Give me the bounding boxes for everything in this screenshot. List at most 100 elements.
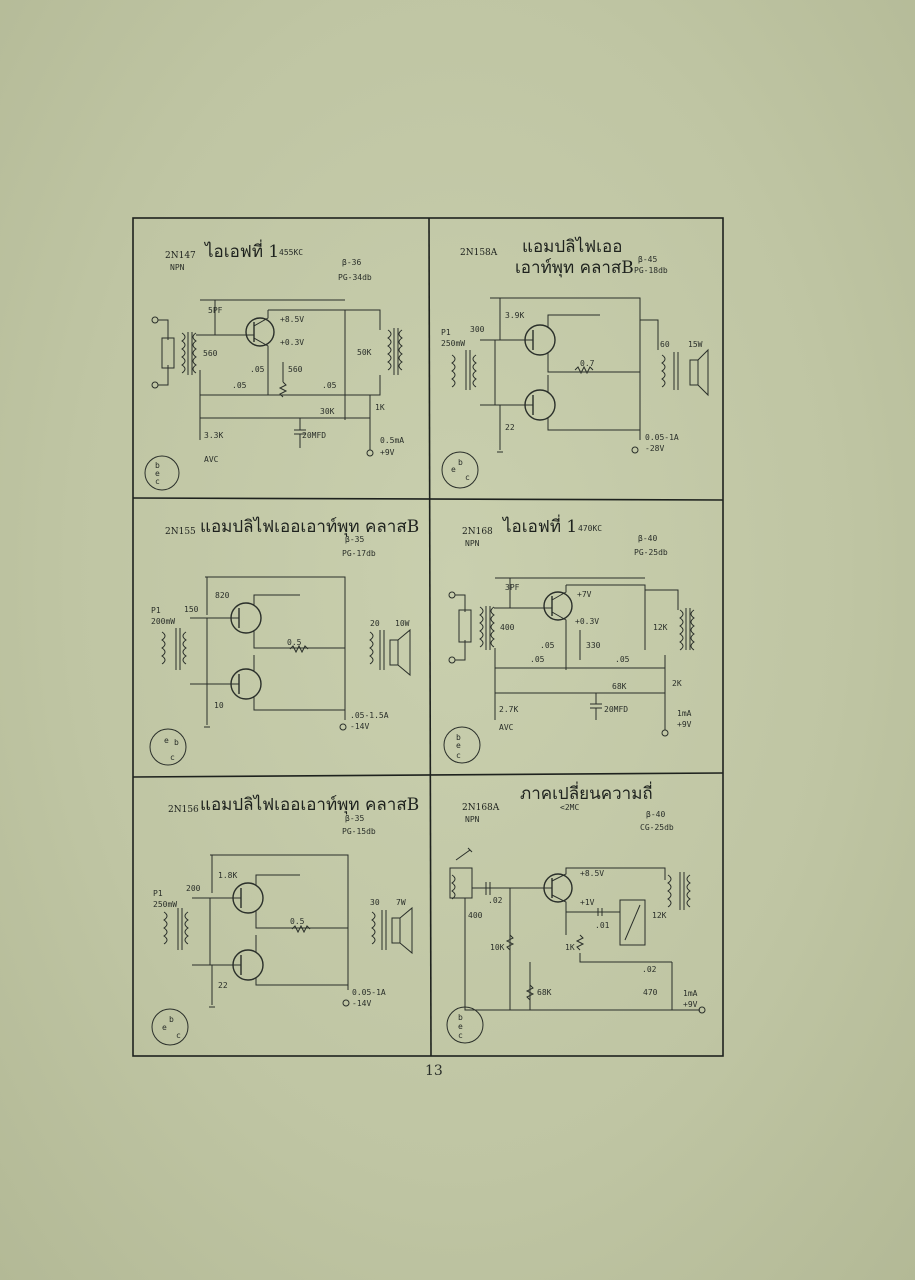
p6-l9: 68K — [537, 988, 552, 997]
p3-l1: 150 — [184, 605, 199, 614]
p2-l0: 3.9K — [505, 311, 524, 320]
p3-pin-c: c — [170, 753, 175, 762]
p1-pin-c: c — [155, 477, 160, 486]
p4-l7: .05 — [530, 655, 545, 664]
p2-l8: 0.05-1A — [645, 433, 679, 442]
panel6-freq: <2MC — [560, 803, 579, 812]
p4-pin-c: c — [456, 751, 461, 760]
p6-l4: 12K — [652, 911, 667, 920]
p5-l2: P1 — [153, 889, 163, 898]
p2-l7: 22 — [505, 423, 515, 432]
p4-l0: 3PF — [505, 583, 520, 592]
p1-l14: 0.5mA — [380, 436, 404, 445]
p1-l13: 20MFD — [302, 431, 326, 440]
p5-l7: 22 — [218, 981, 228, 990]
p2-l5: 60 — [660, 340, 670, 349]
p5-pin-e: e — [162, 1023, 167, 1032]
p1-l3: 560 — [203, 349, 218, 358]
p4-l9: 68K — [612, 682, 627, 691]
panel1-title: ไอเอฟที่ 1 — [203, 239, 279, 262]
p4-l11: 2.7K — [499, 705, 518, 714]
panel6-beta: β-40 — [646, 810, 665, 819]
p6-l5: 400 — [468, 911, 483, 920]
page-number: 13 — [425, 1063, 443, 1079]
p3-l5: 20 — [370, 619, 380, 628]
p1-l9: 30K — [320, 407, 335, 416]
panel-grid — [132, 217, 724, 1057]
panel2-title: แอมปลิไฟเออ — [522, 236, 622, 257]
p4-l6: 12K — [653, 623, 668, 632]
p2-l1: 300 — [470, 325, 485, 334]
p4-l10: 2K — [672, 679, 682, 688]
p2-l4: 0.7 — [580, 359, 595, 368]
p5-l1: 200 — [186, 884, 201, 893]
panel4-model: 2N168 — [462, 527, 493, 537]
panel2-beta: β-45 — [638, 255, 657, 264]
p3-l8: .05-1.5A — [350, 711, 389, 720]
p2-l9: -28V — [645, 444, 664, 453]
p1-l15: +9V — [380, 448, 395, 457]
p5-l3: 250mW — [153, 900, 177, 909]
p4-pin-b: b — [456, 733, 461, 742]
p3-pin-b: b — [174, 738, 179, 747]
panel5-model: 2N156 — [168, 805, 199, 815]
panel4-freq: 470KC — [578, 524, 602, 533]
panel3-title: แอมปลิไฟเออเอาท์พุท คลาสB — [200, 516, 419, 537]
p3-l6: 10W — [395, 619, 410, 628]
p4-l4: .05 — [540, 641, 555, 650]
p3-l7: 10 — [214, 701, 224, 710]
p6-pin-e: e — [458, 1022, 463, 1031]
panel2-title2: เอาท์พุท คลาสB — [515, 258, 634, 278]
p3-pin-e: e — [164, 736, 169, 745]
p6-l1: .02 — [488, 896, 503, 905]
p4-l2: +0.3V — [575, 617, 599, 626]
panel5-gain: PG-15db — [342, 827, 376, 836]
panel1-beta: β-36 — [342, 258, 361, 267]
p3-l4: 0.5 — [287, 638, 302, 647]
p5-l9: -14V — [352, 999, 371, 1008]
p2-pin-c: c — [465, 473, 470, 482]
p6-l6: 10K — [490, 943, 505, 952]
p1-l8: .05 — [322, 381, 337, 390]
p1-l2: +0.3V — [280, 338, 304, 347]
p4-l12: AVC — [499, 723, 514, 732]
panel3-beta: β-35 — [345, 535, 364, 544]
p3-l0: 820 — [215, 591, 230, 600]
p3-l9: -14V — [350, 722, 369, 731]
p5-l4: 0.5 — [290, 917, 305, 926]
p1-l4: .05 — [250, 365, 265, 374]
p6-l11: 1mA — [683, 989, 698, 998]
panel-2n168: 2N168 NPN ไอเอฟที่ 1 470KC β-40 PG-25db … — [443, 514, 695, 764]
panel-2n155: 2N155 แอมปลิไฟเออเอาท์พุท คลาสB β-35 PG-… — [149, 516, 419, 766]
panel-2n168a: 2N168A NPN ภาคเปลี่ยนความถี่ <2MC β-40 C… — [446, 781, 706, 1044]
p4-l13: 20MFD — [604, 705, 628, 714]
panel4-type: NPN — [465, 539, 480, 548]
panel3-model: 2N155 — [165, 527, 196, 537]
p1-l12: AVC — [204, 455, 219, 464]
panel5-beta: β-35 — [345, 814, 364, 823]
p2-l2: P1 — [441, 328, 451, 337]
p1-l5: 560 — [288, 365, 303, 374]
p1-l6: 50K — [357, 348, 372, 357]
p1-l11: 3.3K — [204, 431, 223, 440]
p5-l6: 7W — [396, 898, 406, 907]
p5-l8: 0.05-1A — [352, 988, 386, 997]
p1-l10: 1K — [375, 403, 385, 412]
panel6-gain: CG-25db — [640, 823, 674, 832]
p6-l2: +1V — [580, 898, 595, 907]
p6-l10: 470 — [643, 988, 658, 997]
p5-pin-b: b — [169, 1015, 174, 1024]
panel5-title: แอมปลิไฟเออเอาท์พุท คลาสB — [200, 794, 419, 815]
p6-l8: .02 — [642, 965, 657, 974]
p3-l2: P1 — [151, 606, 161, 615]
p3-l3: 200mW — [151, 617, 175, 626]
panel3-gain: PG-17db — [342, 549, 376, 558]
p4-l1: +7V — [577, 590, 592, 599]
panel1-model: 2N147 — [165, 251, 196, 261]
p4-l14: 1mA — [677, 709, 692, 718]
p6-pin-b: b — [458, 1013, 463, 1022]
p6-l0: +8.5V — [580, 869, 604, 878]
p6-pin-c: c — [458, 1031, 463, 1040]
p2-pin-e: e — [451, 465, 456, 474]
